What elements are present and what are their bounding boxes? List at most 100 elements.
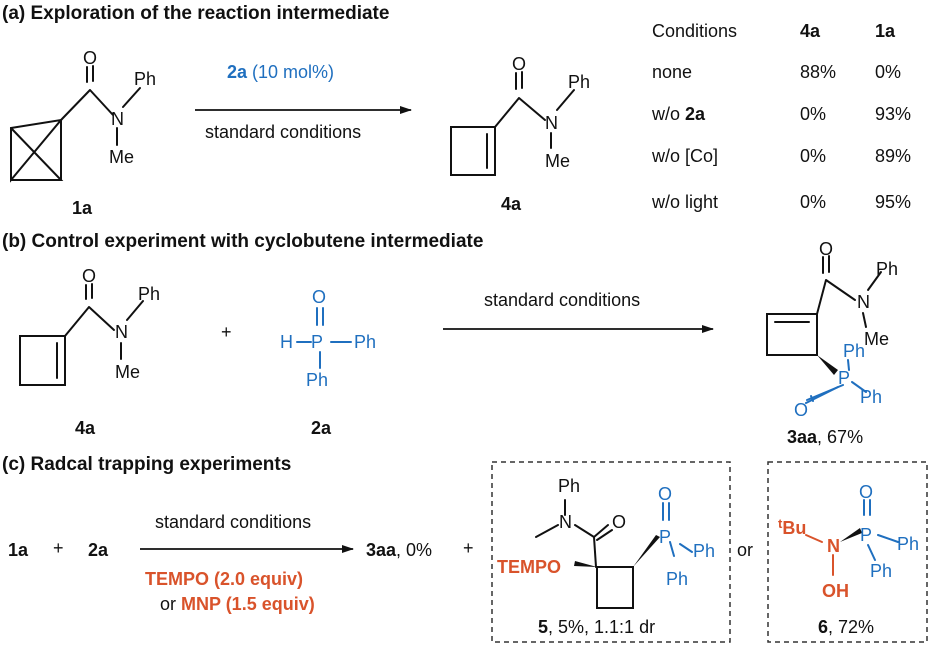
table-cell-condition: w/o [Co] bbox=[651, 146, 718, 166]
phenyl-label: Ph bbox=[693, 541, 715, 561]
compound-label-6: 6, 72% bbox=[818, 617, 874, 637]
panel-c: (c) Radcal trapping experiments 1a + 2a … bbox=[2, 454, 928, 643]
n-substituent-bonds bbox=[116, 87, 141, 146]
amide-bonds bbox=[494, 71, 546, 128]
panel-a: (a) Exploration of the reaction intermed… bbox=[2, 3, 911, 218]
oxygen-label: O bbox=[819, 239, 833, 259]
additive-tempo: TEMPO (2.0 equiv) bbox=[145, 569, 303, 589]
nitrogen-label: N bbox=[115, 322, 128, 342]
molecule-1a: O N Ph Me 1a bbox=[10, 48, 156, 218]
table-cell-condition: none bbox=[652, 62, 692, 82]
reagent-2a: 2a (10 mol%) bbox=[227, 62, 334, 82]
phosphine-oxide-bonds bbox=[863, 499, 899, 561]
plus-sign: + bbox=[221, 322, 232, 342]
phenyl-label: Ph bbox=[134, 69, 156, 89]
phenyl-label: Ph bbox=[568, 72, 590, 92]
amide-bonds bbox=[535, 499, 613, 568]
methyl-label: Me bbox=[545, 151, 570, 171]
wedge-bond bbox=[633, 535, 660, 567]
amide-bonds bbox=[64, 283, 115, 337]
phosphorus-label: P bbox=[659, 527, 671, 547]
phenyl-label: Ph bbox=[666, 569, 688, 589]
additive-mnp: or MNP (1.5 equiv) bbox=[160, 594, 315, 614]
table-cell-1a: 89% bbox=[875, 146, 911, 166]
molecule-6: tBu N OH O P Ph Ph 6, 72% bbox=[778, 482, 919, 637]
molecule-2a: O P H Ph Ph 2a bbox=[280, 287, 376, 438]
conditions-c: standard conditions bbox=[155, 512, 311, 532]
phosphorus-label: P bbox=[838, 368, 850, 388]
phenyl-label: Ph bbox=[558, 476, 580, 496]
oxygen-label: O bbox=[859, 482, 873, 502]
table-row: none 88% 0% bbox=[652, 62, 901, 82]
dashed-box-6 bbox=[767, 461, 928, 643]
table-cell-4a: 0% bbox=[800, 146, 826, 166]
compound-label-3aa: 3aa, 67% bbox=[787, 427, 863, 447]
wedge-bond bbox=[817, 355, 838, 375]
hydroxylamine-bonds bbox=[805, 534, 834, 576]
phenyl-label: Ph bbox=[860, 387, 882, 407]
table-cell-1a: 93% bbox=[875, 104, 911, 124]
plus-sign: + bbox=[463, 538, 474, 558]
table-row: w/o light 0% 95% bbox=[651, 192, 911, 212]
table-row: w/o 2a 0% 93% bbox=[651, 104, 911, 124]
oxygen-label: O bbox=[794, 400, 808, 420]
phenyl-label: Ph bbox=[138, 284, 160, 304]
compound-label-2a: 2a bbox=[311, 418, 332, 438]
nitrogen-label: N bbox=[827, 536, 840, 556]
table-cell-4a: 0% bbox=[800, 104, 826, 124]
result-3aa: 3aa, 0% bbox=[366, 540, 432, 560]
oxygen-label: O bbox=[658, 484, 672, 504]
n-substituent-bonds bbox=[120, 300, 144, 360]
table-cell-4a: 0% bbox=[800, 192, 826, 212]
panel-b-heading: (b) Control experiment with cyclobutene … bbox=[2, 231, 483, 252]
phosphine-oxide-bonds bbox=[806, 359, 867, 402]
oxygen-label: O bbox=[612, 512, 626, 532]
table-cell-4a: 88% bbox=[800, 62, 836, 82]
table-header-4a: 4a bbox=[800, 21, 821, 41]
cyclobutene-ring bbox=[766, 313, 818, 356]
phenyl-label: Ph bbox=[306, 370, 328, 390]
methyl-label: Me bbox=[864, 329, 889, 349]
cyclobutene-ring bbox=[450, 126, 496, 176]
oxygen-label: O bbox=[82, 266, 96, 286]
compound-label-5: 5, 5%, 1.1:1 dr bbox=[538, 617, 655, 637]
table-header-1a: 1a bbox=[875, 21, 896, 41]
wedge-bond bbox=[574, 561, 597, 567]
amide-bonds bbox=[60, 65, 114, 121]
molecule-4a-a: O N Ph Me 4a bbox=[450, 54, 590, 214]
nitrogen-label: N bbox=[111, 109, 124, 129]
phenyl-label: Ph bbox=[897, 534, 919, 554]
panel-b: (b) Control experiment with cyclobutene … bbox=[2, 231, 898, 447]
phenyl-label: Ph bbox=[876, 259, 898, 279]
reactant-2a: 2a bbox=[88, 540, 109, 560]
tempo-label: TEMPO bbox=[497, 557, 561, 577]
oxygen-label: O bbox=[312, 287, 326, 307]
reactant-1a: 1a bbox=[8, 540, 29, 560]
bicyclobutane-ring bbox=[10, 118, 64, 183]
phosphorus-label: P bbox=[311, 332, 323, 352]
or-label: or bbox=[737, 540, 753, 560]
phenyl-label: Ph bbox=[354, 332, 376, 352]
hydrogen-label: H bbox=[280, 332, 293, 352]
nitrogen-label: N bbox=[857, 292, 870, 312]
p-o-double-bond bbox=[805, 386, 839, 404]
cyclobutene-ring bbox=[19, 335, 66, 386]
molecule-5: Ph N O TEMPO O P Ph Ph 5, 5%, 1.1:1 dr bbox=[497, 476, 715, 637]
tert-butyl-label: tBu bbox=[778, 516, 806, 538]
conditions-a: standard conditions bbox=[205, 122, 361, 142]
oxygen-label: O bbox=[512, 54, 526, 74]
conditions-b: standard conditions bbox=[484, 290, 640, 310]
conditions-table: Conditions 4a 1a none 88% 0% w/o 2a 0% 9… bbox=[651, 21, 911, 212]
panel-c-heading: (c) Radcal trapping experiments bbox=[2, 454, 291, 475]
table-row: w/o [Co] 0% 89% bbox=[651, 146, 911, 166]
methyl-label: Me bbox=[115, 362, 140, 382]
plus-sign: + bbox=[53, 538, 64, 558]
table-cell-condition: w/o light bbox=[651, 192, 718, 212]
phosphorus-label: P bbox=[860, 525, 872, 545]
n-substituent-bonds bbox=[862, 271, 882, 328]
table-header-conditions: Conditions bbox=[652, 21, 737, 41]
phosphine-oxide-bonds bbox=[296, 307, 352, 369]
cyclobutane-ring bbox=[596, 566, 634, 609]
nitrogen-label: N bbox=[559, 512, 572, 532]
